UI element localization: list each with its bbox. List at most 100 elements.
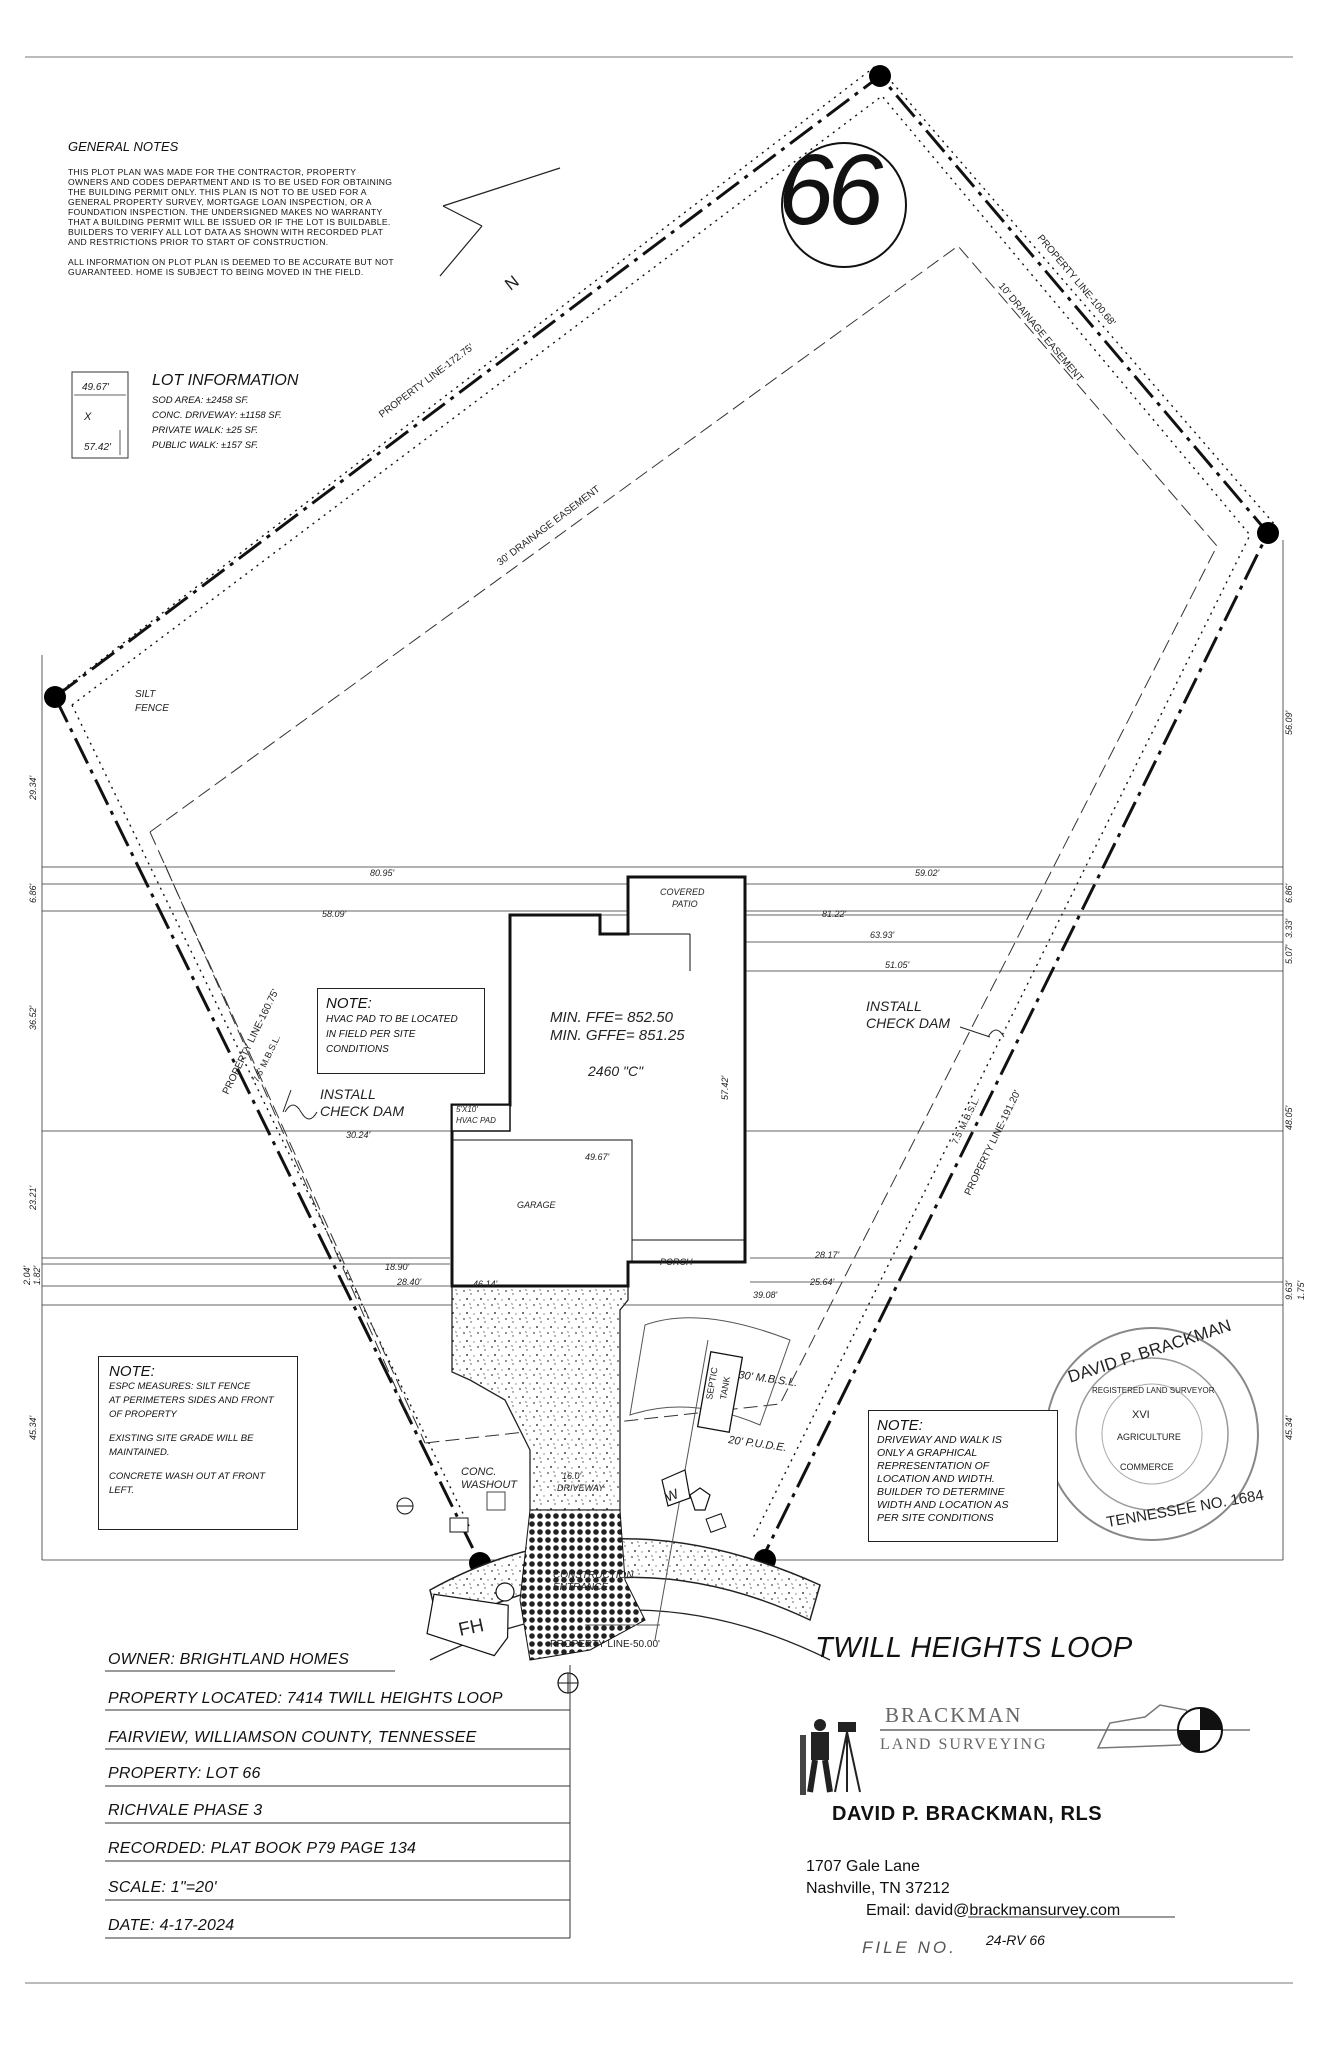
porch-label: PORCH <box>660 1257 693 1267</box>
dim-right-3-33: 3.33' <box>1284 918 1294 938</box>
check-dam-w-label-1: INSTALL <box>320 1086 376 1102</box>
check-dam-e-label-1: INSTALL <box>866 998 922 1014</box>
address-email: Email: david@brackmansurvey.com <box>866 1902 1121 1919</box>
dim-left-2-04: 2.04' <box>22 1265 32 1286</box>
road-name: TWILL HEIGHTS LOOP <box>815 1632 1133 1664</box>
easement-30-label: 30' DRAINAGE EASEMENT <box>495 484 602 569</box>
dim-right-45-34: 45.34' <box>1284 1415 1294 1440</box>
dim-right-56-09: 56.09' <box>1284 710 1294 735</box>
dim-left-29-34: 29.34' <box>28 775 38 801</box>
note-driveway-line-3: REPRESENTATION OF <box>877 1460 990 1472</box>
north-label: N <box>501 272 522 295</box>
silt-fence-label-2: FENCE <box>135 703 169 714</box>
check-dam-east <box>959 1026 1005 1038</box>
company-logo <box>800 1704 1250 1795</box>
driveway-width-label: 16.0' <box>562 1471 582 1481</box>
info-city-county: FAIRVIEW, WILLIAMSON COUNTY, TENNESSEE <box>108 1729 477 1746</box>
dim-right-1-75: 1.75' <box>1296 1280 1306 1300</box>
dim-30-24: 30.24' <box>346 1130 371 1140</box>
dim-18-90: 18.90' <box>385 1262 410 1272</box>
info-owner: OWNER: BRIGHTLAND HOMES <box>108 1651 350 1668</box>
general-notes-body: THIS PLOT PLAN WAS MADE FOR THE CONTRACT… <box>68 167 398 287</box>
dim-59-02: 59.02' <box>915 868 940 878</box>
seal-agriculture-text: AGRICULTURE <box>1117 1432 1181 1442</box>
note-hvac-title: NOTE: <box>326 995 372 1012</box>
note-driveway: NOTE: DRIVEWAY AND WALK IS ONLY A GRAPHI… <box>868 1410 1058 1542</box>
driveway-label: DRIVEWAY <box>557 1483 605 1493</box>
dim-57-42: 57.42' <box>720 1075 730 1100</box>
lot-info-sod: SOD AREA: ±2458 SF. <box>152 395 249 406</box>
lot-info-depth: 57.42' <box>84 442 112 453</box>
lot-info-title: LOT INFORMATION <box>152 372 299 389</box>
note-hvac: NOTE: HVAC PAD TO BE LOCATED IN FIELD PE… <box>317 988 485 1074</box>
info-scale: SCALE: 1"=20' <box>108 1879 217 1896</box>
note-hvac-line-2: IN FIELD PER SITE <box>326 1029 416 1040</box>
house-footprint <box>450 875 747 1288</box>
dim-right-48-05: 48.05' <box>1284 1105 1294 1130</box>
property-line-ne-label: PROPERTY LINE-100.68' <box>1035 233 1118 329</box>
note-hvac-line-3: CONDITIONS <box>326 1044 389 1055</box>
check-dam-w-label-2: CHECK DAM <box>320 1103 404 1119</box>
plan-name-label: 2460 "C" <box>587 1063 644 1079</box>
check-dam-e-label-2: CHECK DAM <box>866 1015 950 1031</box>
dim-right-5-07: 5.07' <box>1284 944 1294 964</box>
note-espc-line-7: LEFT. <box>109 1485 134 1496</box>
dim-51-05: 51.05' <box>885 960 910 970</box>
north-arrow <box>439 167 561 277</box>
info-block-rules <box>105 1665 1175 1939</box>
general-notes-title: GENERAL NOTES <box>68 139 179 154</box>
dim-left-23-21: 23.21' <box>28 1185 38 1211</box>
surveyor-name: DAVID P. BRACKMAN, RLS <box>832 1803 1103 1825</box>
septic-tank-box <box>696 1351 744 1433</box>
dim-right-6-86: 6.86' <box>1284 883 1294 903</box>
address-street: 1707 Gale Lane <box>806 1858 920 1875</box>
lot-number: 66 <box>778 134 883 246</box>
general-notes-paragraph-1: THIS PLOT PLAN WAS MADE FOR THE CONTRACT… <box>68 167 393 247</box>
lot-info-public-walk: PUBLIC WALK: ±157 SF. <box>152 440 259 451</box>
dim-49-67: 49.67' <box>585 1152 610 1162</box>
dim-58-09: 58.09' <box>322 909 347 919</box>
silt-fence-label-1: SILT <box>135 689 156 700</box>
water-valve-symbol <box>557 1672 579 1694</box>
note-hvac-line-1: HVAC PAD TO BE LOCATED <box>326 1014 458 1025</box>
dim-left-45-34: 45.34' <box>28 1415 38 1440</box>
note-espc-line-4: EXISTING SITE GRADE WILL BE <box>109 1433 254 1444</box>
info-subdivision: RICHVALE PHASE 3 <box>108 1802 263 1819</box>
easement-10-label: 10' DRAINAGE EASEMENT <box>996 281 1085 384</box>
lot-info-driveway: CONC. DRIVEWAY: ±1158 SF. <box>152 410 282 421</box>
dim-left-6-86: 6.86' <box>28 883 38 903</box>
note-espc-line-3: OF PROPERTY <box>109 1409 177 1420</box>
fire-hydrant <box>426 1582 515 1657</box>
garage-label: GARAGE <box>517 1200 557 1210</box>
lot-number-circle <box>781 142 907 268</box>
note-driveway-line-5: BUILDER TO DETERMINE <box>877 1486 1005 1498</box>
lot-info-width: 49.67' <box>82 382 110 393</box>
surveyor-seal: DAVID P. BRACKMAN TENNESSEE NO. 1684 REG… <box>1045 1316 1265 1541</box>
info-property-lot: PROPERTY: LOT 66 <box>108 1765 261 1782</box>
note-driveway-line-1: DRIVEWAY AND WALK IS <box>877 1434 1002 1446</box>
note-driveway-line-4: LOCATION AND WIDTH. <box>877 1473 995 1485</box>
note-driveway-line-7: PER SITE CONDITIONS <box>877 1512 994 1524</box>
covered-patio-label-1: COVERED <box>660 887 705 897</box>
dim-46-14: 46.14' <box>473 1279 498 1289</box>
dim-28-40: 28.40' <box>396 1277 422 1287</box>
hvac-pad-label-2: HVAC PAD <box>456 1116 496 1125</box>
seal-inner-text: REGISTERED LAND SURVEYOR <box>1092 1386 1215 1395</box>
conc-washout-label-1: CONC. <box>461 1466 496 1478</box>
lot-info-list: SOD AREA: ±2458 SF. CONC. DRIVEWAY: ±115… <box>152 393 282 453</box>
info-property-located: PROPERTY LOCATED: 7414 TWILL HEIGHTS LOO… <box>108 1690 503 1707</box>
hvac-pad-label-1: 5'X10' <box>456 1105 478 1114</box>
dim-28-17: 28.17' <box>814 1250 840 1260</box>
construction-entrance-label-2: ENTRANCE <box>553 1582 608 1593</box>
file-number-label: FILE NO. <box>862 1938 957 1957</box>
dim-39-08: 39.08' <box>753 1290 778 1300</box>
dim-25-64: 25.64' <box>809 1277 835 1287</box>
washout-symbol <box>396 1491 727 1533</box>
seal-number-text: XVI <box>1132 1409 1150 1421</box>
general-notes-paragraph-2: ALL INFORMATION ON PLOT PLAN IS DEEMED T… <box>68 257 394 277</box>
dim-81-22: 81.22' <box>822 909 847 919</box>
water-meter-symbol <box>661 1469 711 1511</box>
surveyor-figure-icon <box>800 1719 861 1795</box>
mbsl-side-e-label: 7.5' M.B.S.L. <box>950 1095 981 1145</box>
